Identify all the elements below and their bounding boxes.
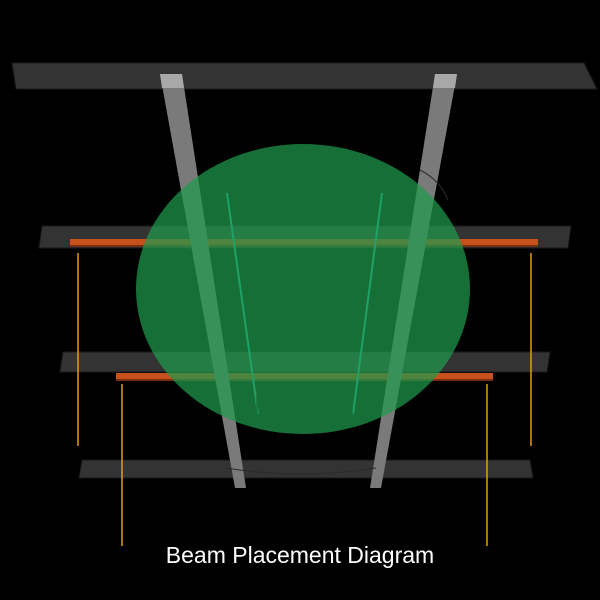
left-inclined-beam-highlight xyxy=(160,74,184,88)
zone-outline-arc xyxy=(225,467,377,475)
green-placement-zone xyxy=(136,144,470,434)
diagram-caption: Beam Placement Diagram xyxy=(165,542,435,568)
bottom-slab xyxy=(78,459,534,479)
zone-outline-arc-top xyxy=(419,169,449,201)
right-inclined-beam-highlight xyxy=(433,74,457,88)
top-slab xyxy=(11,62,598,90)
